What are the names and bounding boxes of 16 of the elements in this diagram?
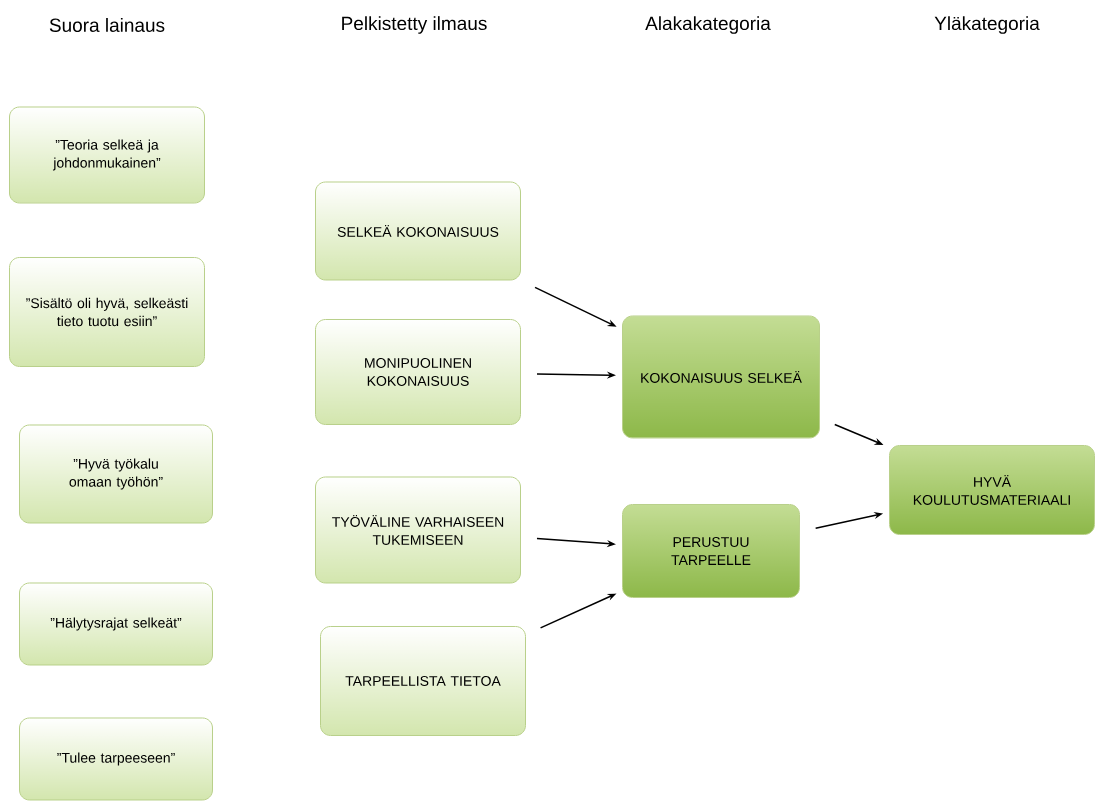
category-box: KOKONAISUUS SELKEÄ — [622, 315, 820, 439]
column-heading: Alakakategoria — [645, 16, 771, 34]
category-box: HYVÄ KOULUTUSMATERIAALI — [889, 445, 1095, 535]
quote-box: ”Sisältö oli hyvä, selkeästi tieto tuotu esiin” — [9, 257, 205, 367]
category-box: PERUSTUU TARPEELLE — [622, 504, 800, 598]
statement-box: MONIPUOLINEN KOKONAISUUS — [315, 319, 521, 425]
column-heading: Suora lainaus — [49, 18, 165, 32]
statement-box: TARPEELLISTA TIETOA — [320, 626, 526, 736]
quote-box: ”Hyvä työkalu omaan työhön” — [19, 424, 213, 524]
quote-box: ”Hälytysrajat selkeät” — [19, 582, 213, 666]
statement-box: SELKEÄ KOKONAISUUS — [315, 181, 521, 281]
column-heading: Yläkategoria — [934, 16, 1040, 34]
quote-box: ”Teoria selkeä ja johdonmukainen” — [9, 106, 205, 204]
quote-box: ”Tulee tarpeeseen” — [19, 717, 213, 801]
column-heading: Pelkistetty ilmaus — [342, 16, 487, 34]
statement-box: TYÖVÄLINE VARHAISEEN TUKEMISEEN — [315, 476, 521, 584]
